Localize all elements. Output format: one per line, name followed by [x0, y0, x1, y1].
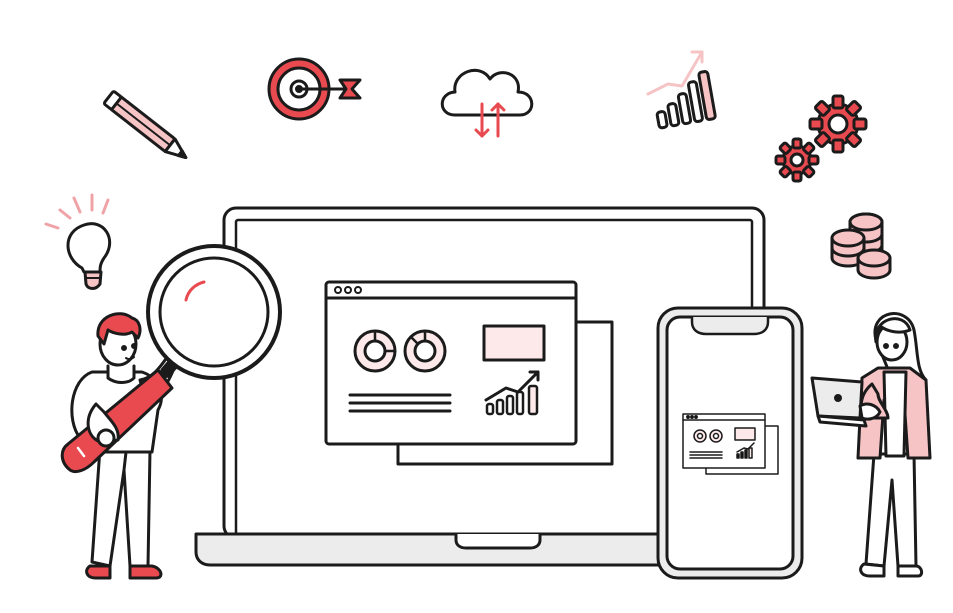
text-lines [348, 393, 452, 413]
bar-chart-icon [484, 370, 540, 416]
target-icon [267, 57, 362, 121]
man-with-magnifier [60, 312, 178, 580]
gears-icon [774, 94, 868, 183]
donut-chart-icon [403, 329, 447, 373]
coins-icon [830, 212, 892, 280]
smartphone [656, 306, 804, 580]
cloud-sync-icon [440, 68, 534, 138]
dashboard-window [324, 280, 614, 466]
lightbulb-icon [44, 193, 111, 290]
highlight-panel [482, 324, 546, 362]
growth-chart-icon [646, 50, 717, 130]
donut-chart-icon [353, 329, 397, 373]
woman-with-laptop [810, 312, 932, 578]
pencil-icon [102, 90, 188, 160]
magnifying-glass-icon [146, 244, 282, 380]
